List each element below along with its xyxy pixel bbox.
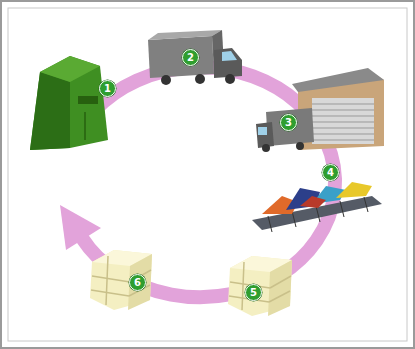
callout-number: 4	[322, 164, 339, 181]
callout-number: 5	[245, 284, 262, 301]
inner-frame	[8, 8, 407, 341]
cycle-arrowhead	[60, 205, 101, 250]
cycle-arrow	[82, 67, 335, 297]
truck	[148, 30, 242, 85]
callout-number: 3	[280, 114, 297, 131]
callout-number: 2	[182, 49, 199, 66]
collection-bin	[30, 56, 108, 150]
callout-number: 1	[99, 80, 116, 97]
sorting-conveyor	[252, 182, 382, 232]
warehouse	[256, 68, 384, 152]
bale	[90, 250, 152, 310]
bale	[228, 256, 292, 316]
callout-number: 6	[129, 274, 146, 291]
